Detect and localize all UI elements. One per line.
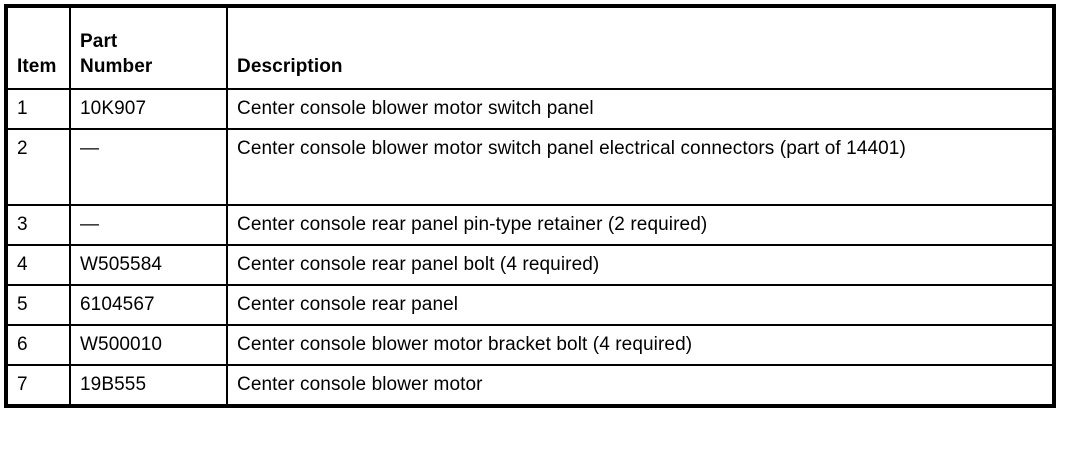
part-number: 10K907 [80,98,147,119]
cell-description: Center console blower motor switch panel… [227,129,1054,206]
column-header-part-number-label: Part Number [80,31,153,77]
part-number: W505584 [80,254,163,275]
cell-part-number: 10K907 [70,89,228,130]
cell-part-number: — [70,205,228,246]
cell-description: Center console blower motor bracket bolt… [227,325,1054,366]
column-header-description: Description [227,6,1054,90]
description-text: Center console blower motor switch panel… [237,138,906,159]
description-text: Center console rear panel pin-type retai… [237,214,708,235]
column-header-item: Item [6,6,71,90]
cell-description: Center console rear panel [227,285,1054,326]
item-number: 7 [17,374,28,395]
part-number: — [80,214,100,235]
part-number: 19B555 [80,374,147,395]
cell-item: 4 [6,245,71,286]
table-row: 3 — Center console rear panel pin-type r… [6,205,1054,246]
column-header-description-label: Description [237,56,343,77]
description-text: Center console rear panel bolt (4 requir… [237,254,600,275]
part-number: 6104567 [80,294,155,315]
column-header-item-label: Item [17,56,57,77]
table-row: 1 10K907 Center console blower motor swi… [6,89,1054,130]
description-text: Center console blower motor bracket bolt… [237,334,693,355]
cell-description: Center console blower motor [227,365,1054,406]
cell-item: 2 [6,129,71,206]
description-text: Center console blower motor [237,374,483,395]
item-number: 4 [17,254,28,275]
table-header: Item Part Number Description [6,6,1054,90]
cell-part-number: W500010 [70,325,228,366]
part-number: — [80,138,100,159]
table-row: 6 W500010 Center console blower motor br… [6,325,1054,366]
item-number: 1 [17,98,28,119]
description-text: Center console rear panel [237,294,459,315]
cell-description: Center console rear panel pin-type retai… [227,205,1054,246]
table-body: 1 10K907 Center console blower motor swi… [6,89,1054,406]
item-number: 3 [17,214,28,235]
description-text: Center console blower motor switch panel [237,98,594,119]
table-row: 2 — Center console blower motor switch p… [6,129,1054,206]
table-header-row: Item Part Number Description [6,6,1054,90]
column-header-part-number: Part Number [70,6,228,90]
table-row: 7 19B555 Center console blower motor [6,365,1054,406]
item-number: 5 [17,294,28,315]
cell-part-number: W505584 [70,245,228,286]
cell-description: Center console rear panel bolt (4 requir… [227,245,1054,286]
cell-part-number: 6104567 [70,285,228,326]
cell-description: Center console blower motor switch panel [227,89,1054,130]
cell-part-number: 19B555 [70,365,228,406]
part-number: W500010 [80,334,163,355]
cell-part-number: — [70,129,228,206]
item-number: 2 [17,138,28,159]
cell-item: 3 [6,205,71,246]
cell-item: 7 [6,365,71,406]
parts-list-table: Item Part Number Description 1 10K907 [4,4,1056,408]
item-number: 6 [17,334,28,355]
table-row: 5 6104567 Center console rear panel [6,285,1054,326]
cell-item: 5 [6,285,71,326]
cell-item: 1 [6,89,71,130]
cell-item: 6 [6,325,71,366]
table-row: 4 W505584 Center console rear panel bolt… [6,245,1054,286]
